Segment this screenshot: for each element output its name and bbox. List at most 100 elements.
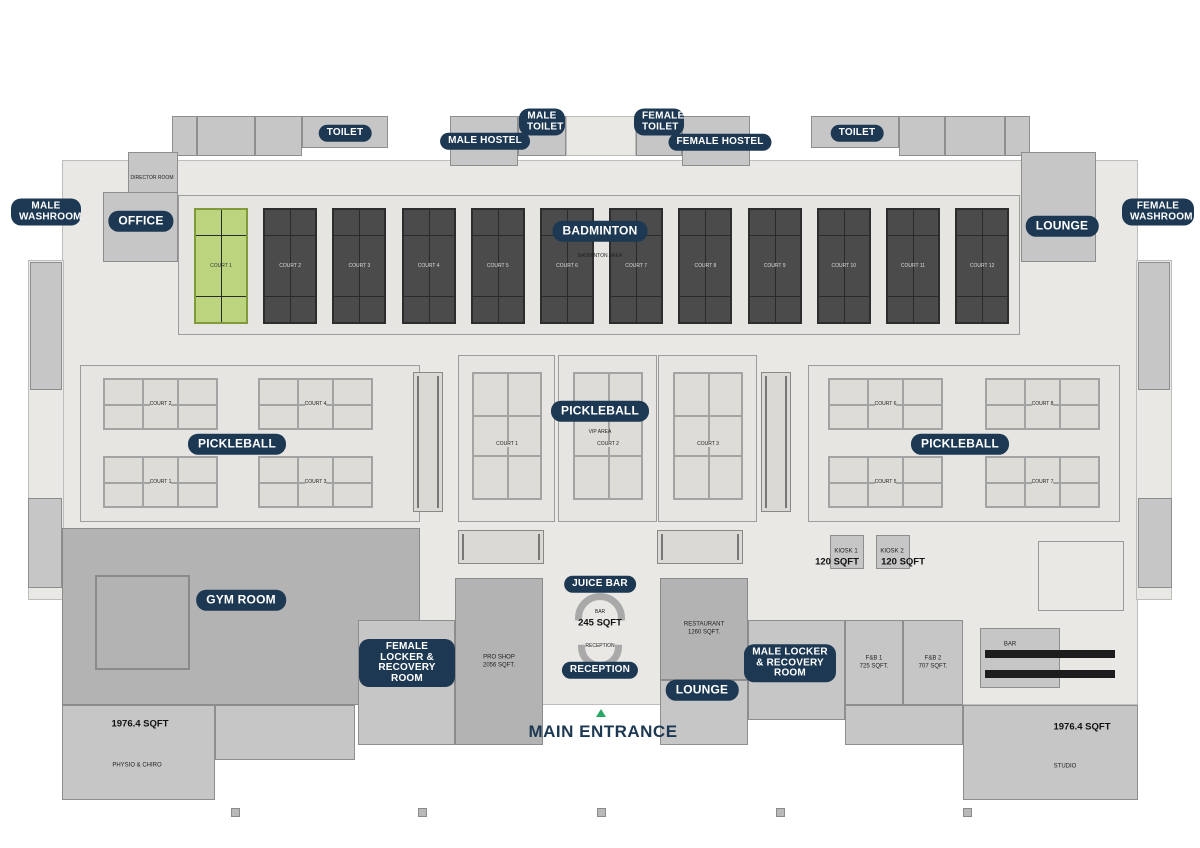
electrical-room — [899, 116, 945, 156]
studio-area: 1976.4 SQFT — [1053, 721, 1111, 733]
lounge-bottom-label[interactable]: LOUNGE — [665, 679, 739, 701]
badminton-court[interactable] — [747, 208, 802, 324]
lounge-right-label[interactable]: LOUNGE — [1025, 215, 1099, 237]
column-marker — [597, 808, 606, 817]
bar-counter-2 — [985, 670, 1115, 678]
badminton-court[interactable] — [886, 208, 940, 324]
badminton-court-label: COURT 10 — [831, 263, 857, 269]
fb1-room — [845, 620, 903, 705]
pickleball-court-label: COURT 1 — [496, 441, 518, 447]
stair-bottom-right — [845, 705, 963, 745]
male-locker-label[interactable]: MALE LOCKER & RECOVERY ROOM — [744, 644, 836, 682]
pickleball-court-label: COURT 4 — [304, 401, 327, 407]
badminton-court[interactable] — [332, 208, 387, 324]
director-room-label: DIRECTOR ROOM — [130, 175, 174, 181]
badminton-court-label: COURT 3 — [348, 263, 371, 269]
badminton-court[interactable] — [955, 208, 1010, 324]
main-entrance-label: MAIN ENTRANCE — [528, 722, 678, 741]
female-washroom-room — [1138, 262, 1170, 390]
pickleball-court-label: COURT 2 — [149, 401, 172, 407]
toilet-right-label[interactable]: TOILET — [830, 124, 884, 142]
store-room — [566, 116, 636, 156]
kiosk-2 — [876, 535, 910, 569]
stair-bottom-left — [215, 705, 355, 760]
badminton-court-label: COURT 7 — [625, 263, 648, 269]
male-washroom-label[interactable]: MALE WASHROOM — [11, 198, 82, 226]
transformer-room — [945, 116, 1005, 156]
physio-label: PHYSIO & CHIRO — [112, 762, 162, 769]
male-hostel-label[interactable]: MALE HOSTEL — [440, 132, 530, 150]
juice-bar-label[interactable]: JUICE BAR — [564, 575, 636, 593]
fb2-label: F&B 2 — [924, 655, 942, 662]
gym-equipment-square — [95, 575, 190, 670]
kiosk-1 — [830, 535, 864, 569]
badminton-court-label: COURT 4 — [417, 263, 440, 269]
badminton-label[interactable]: BADMINTON — [552, 220, 648, 242]
pickleball-court-label: COURT 3 — [697, 441, 719, 447]
pickleball-court[interactable] — [673, 372, 743, 500]
male-washroom-room — [30, 262, 62, 390]
column-marker — [963, 808, 972, 817]
pickleball-right-label[interactable]: PICKLEBALL — [911, 433, 1009, 455]
fb2-room — [903, 620, 963, 705]
studio-label: STUDIO — [1053, 763, 1077, 770]
badminton-court[interactable] — [263, 208, 318, 324]
fire-pump-room — [255, 116, 302, 156]
pickleball-court[interactable] — [828, 456, 943, 508]
reception-label[interactable]: RECEPTION — [561, 661, 639, 679]
juice-bar-small-label: BAR — [594, 609, 606, 615]
male-toilet-label[interactable]: MALE TOILET — [519, 108, 565, 136]
stair-top-right — [1005, 116, 1030, 156]
gym-room-label[interactable]: GYM ROOM — [196, 589, 286, 611]
badminton-court[interactable] — [194, 208, 248, 324]
store-left — [28, 498, 62, 588]
vip-area-label: VIP AREA — [588, 429, 612, 435]
female-hostel-label[interactable]: FEMALE HOSTEL — [668, 133, 772, 151]
column-marker — [418, 808, 427, 817]
pro-shop-label: PRO SHOP — [483, 654, 515, 661]
badminton-court-label: COURT 5 — [486, 263, 509, 269]
lounge-right-room — [1021, 152, 1096, 262]
bleacher-right — [761, 372, 791, 512]
pickleball-court[interactable] — [472, 372, 542, 500]
badminton-court-label: COURT 2 — [279, 263, 302, 269]
badminton-court[interactable] — [816, 208, 871, 324]
badminton-court-label: COURT 6 — [556, 263, 578, 269]
badminton-court-label: COURT 9 — [763, 263, 786, 269]
pickleball-court-label: COURT 7 — [1031, 479, 1054, 485]
water-pump-room — [197, 116, 255, 156]
pickleball-court-label: COURT 2 — [597, 441, 619, 447]
kiosk2-area: 120 SQFT — [881, 556, 925, 568]
toilet-left-label[interactable]: TOILET — [318, 124, 372, 142]
badminton-court-label: COURT 8 — [694, 263, 717, 269]
restaurant — [660, 578, 748, 680]
badminton-area — [178, 195, 1020, 335]
fb2-area: 707 SQFT. — [918, 663, 948, 670]
pickleball-left-label[interactable]: PICKLEBALL — [188, 433, 286, 455]
column-marker — [231, 808, 240, 817]
bleacher-left — [413, 372, 443, 512]
female-locker-label[interactable]: FEMALE LOCKER & RECOVERY ROOM — [359, 639, 455, 687]
badminton-court[interactable] — [678, 208, 733, 324]
studio-room — [963, 705, 1138, 800]
pickleball-center-label[interactable]: PICKLEBALL — [551, 400, 649, 422]
pickleball-court-label: COURT 8 — [1031, 401, 1054, 407]
badminton-court[interactable] — [401, 208, 456, 324]
office-label[interactable]: OFFICE — [108, 210, 174, 232]
pickleball-court-label: COURT 1 — [149, 479, 172, 485]
column-marker — [776, 808, 785, 817]
kiosk2-label: KIOSK 2 — [880, 548, 904, 555]
pro-shop-area: 2056 SQFT. — [482, 662, 516, 669]
stair-top-left — [172, 116, 197, 156]
badminton-court[interactable] — [470, 208, 525, 324]
pickleball-court-label: COURT 5 — [874, 479, 897, 485]
female-washroom-label[interactable]: FEMALE WASHROOM — [1122, 198, 1194, 226]
reception-small-label: RECEPTION — [585, 643, 615, 649]
pro-shop — [455, 578, 543, 745]
pickleball-court[interactable] — [573, 372, 643, 500]
store-right — [1138, 498, 1172, 588]
lounge-seating-right — [657, 530, 743, 564]
pickleball-court-label: COURT 3 — [304, 479, 327, 485]
juice-bar-counter — [575, 593, 625, 621]
female-toilet-label[interactable]: FEMALE TOILET — [634, 108, 684, 136]
